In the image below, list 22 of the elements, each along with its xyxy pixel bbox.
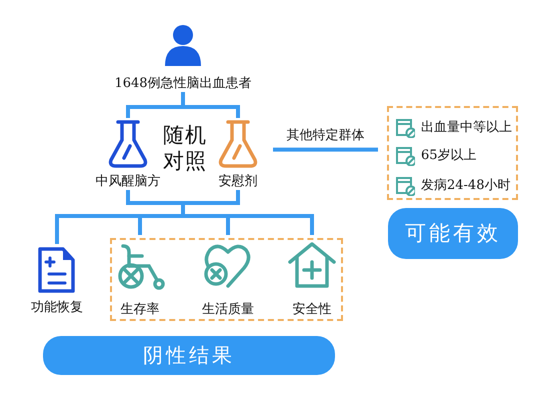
criterion-text: 出血量中等以上 (421, 120, 512, 136)
dashed-frame (387, 106, 518, 200)
node-label: 生存率 (120, 302, 160, 318)
method-label: 随机对照 (163, 122, 207, 174)
result-pill (388, 208, 518, 259)
criterion-text: 发病24-48小时 (421, 178, 510, 194)
node-label: 1648例急性脑出血患者 (113, 76, 253, 92)
node-label: 安慰剂 (218, 174, 258, 190)
node-label: 中风醒脑方 (94, 174, 162, 190)
node-label: 安全性 (292, 302, 332, 318)
connector-line (273, 148, 378, 152)
node-label: 生活质量 (201, 302, 255, 318)
edge-label: 其他特定群体 (284, 126, 366, 144)
criterion-text: 65岁以上 (421, 148, 477, 164)
result-label: 可能有效 (404, 220, 502, 247)
connector-line (126, 190, 183, 205)
dashed-frame (110, 238, 343, 321)
connector-line (183, 190, 240, 205)
result-label: 阴性结果 (142, 342, 236, 369)
connector-line (181, 203, 185, 216)
result-pill (43, 336, 335, 375)
node-label: 功能恢复 (30, 300, 84, 316)
